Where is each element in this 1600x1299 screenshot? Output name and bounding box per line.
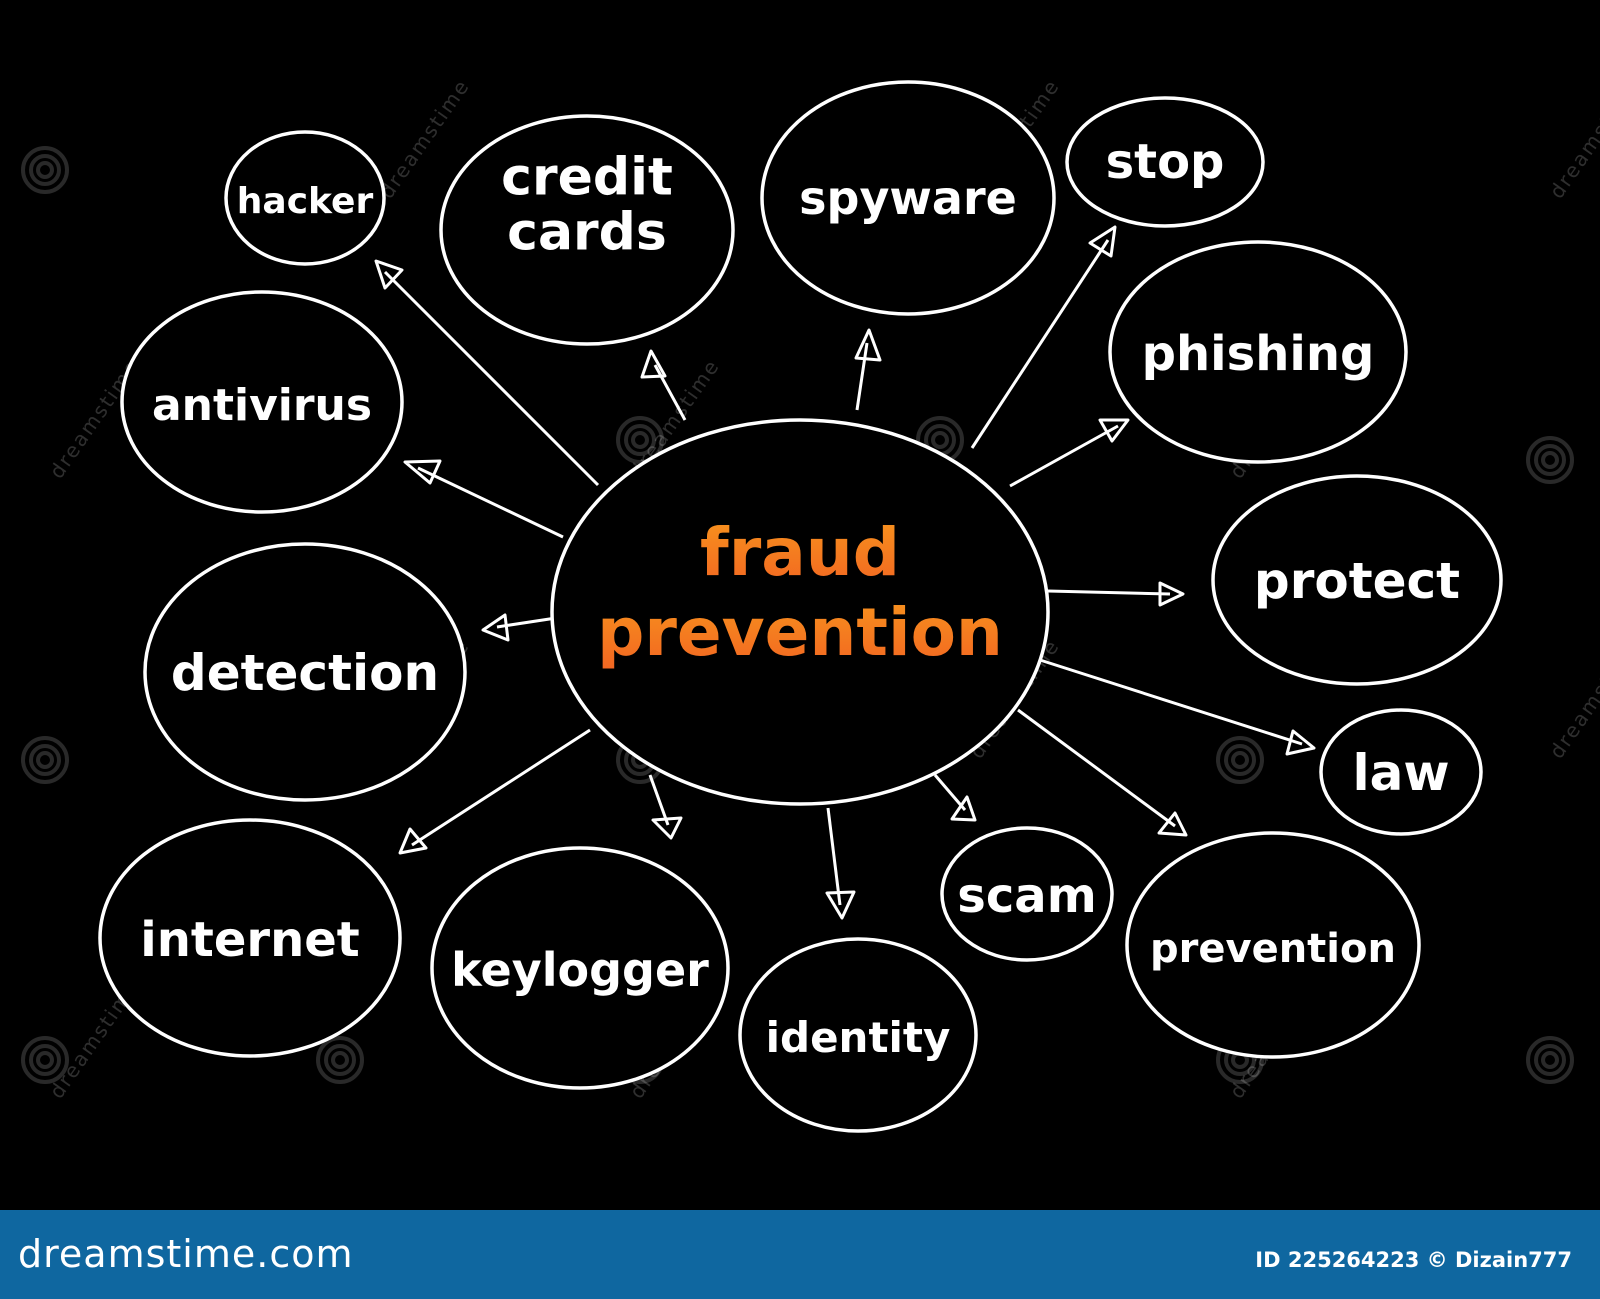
node-spyware: spyware xyxy=(760,80,1056,316)
watermark-spiral-icon xyxy=(21,1036,69,1084)
node-protect: protect xyxy=(1211,474,1503,686)
node-label-stop: stop xyxy=(1106,134,1225,190)
connector-protect xyxy=(1047,589,1171,596)
node-identity: identity xyxy=(738,937,978,1133)
node-scam: scam xyxy=(940,826,1114,962)
connector-spyware xyxy=(855,342,869,411)
node-label-keylogger: keylogger xyxy=(451,943,709,997)
arrowheads xyxy=(374,225,1316,920)
node-label-hacker: hacker xyxy=(237,181,374,222)
node-label-spyware: spyware xyxy=(799,171,1017,225)
watermark-text: dreamstime xyxy=(1544,74,1600,203)
footer-brand[interactable]: dreamstime.com xyxy=(18,1232,354,1276)
arrowhead-stop xyxy=(1088,225,1117,258)
footer-bar: dreamstime.com ID 225264223 © Dizain777 xyxy=(0,1210,1600,1299)
arrowhead-hacker xyxy=(374,259,404,290)
node-law: law xyxy=(1319,708,1483,836)
watermark-spiral-icon xyxy=(616,416,664,464)
connector-keylogger xyxy=(648,774,670,826)
node-stop: stop xyxy=(1065,96,1265,228)
connector-antivirus xyxy=(417,466,564,539)
node-detection: detection xyxy=(143,542,467,802)
arrowhead-keylogger xyxy=(651,816,683,840)
arrowhead-antivirus xyxy=(403,459,442,485)
connector-hacker xyxy=(383,270,600,487)
watermark-spiral-icon xyxy=(1526,1036,1574,1084)
arrowhead-identity xyxy=(825,890,856,920)
arrowhead-phishing xyxy=(1098,418,1130,443)
node-label-internet: internet xyxy=(140,912,359,968)
connector-credit-cards xyxy=(653,364,687,421)
arrowhead-spyware xyxy=(854,328,882,362)
node-label-phishing: phishing xyxy=(1142,326,1375,382)
node-prevention: prevention xyxy=(1125,831,1421,1059)
arrowhead-scam xyxy=(950,795,977,822)
node-phishing: phishing xyxy=(1108,240,1408,464)
arrowhead-detection xyxy=(481,613,510,642)
node-label-antivirus: antivirus xyxy=(152,380,372,431)
connector-phishing xyxy=(1009,424,1119,488)
watermark-spiral-icon xyxy=(21,736,69,784)
arrowhead-internet xyxy=(398,827,428,855)
footer-credit: ID 225264223 © Dizain777 xyxy=(1255,1248,1572,1272)
node-label-detection: detection xyxy=(171,644,439,702)
arrowhead-prevention xyxy=(1157,811,1188,837)
watermark-spiral-icon xyxy=(316,1036,364,1084)
connectors xyxy=(383,239,1303,906)
center-label-line1: fraud xyxy=(700,514,900,591)
node-label-law: law xyxy=(1352,744,1449,802)
arrowhead-law xyxy=(1285,729,1316,756)
node-label-protect: protect xyxy=(1254,552,1460,610)
node-label-identity: identity xyxy=(766,1013,951,1062)
connector-prevention xyxy=(1017,708,1176,828)
watermark-spiral-icon xyxy=(1526,436,1574,484)
connector-scam xyxy=(933,774,967,811)
arrowhead-credit-cards xyxy=(640,349,667,379)
connector-law xyxy=(1039,658,1303,746)
node-hacker: hacker xyxy=(224,130,386,266)
connector-internet xyxy=(411,728,591,847)
node-internet: internet xyxy=(98,818,402,1058)
connector-identity xyxy=(826,807,842,906)
center-label-line2: prevention xyxy=(597,594,1003,671)
node-label-prevention: prevention xyxy=(1150,926,1396,972)
watermark-spiral-icon xyxy=(21,146,69,194)
node-antivirus: antivirus xyxy=(120,290,404,514)
arrowhead-protect xyxy=(1158,581,1185,607)
center-node: fraud prevention xyxy=(550,418,1050,806)
node-keylogger: keylogger xyxy=(430,846,730,1090)
node-label-scam: scam xyxy=(957,868,1096,924)
watermark-spiral-icon xyxy=(1216,736,1264,784)
watermark-text: dreamstime xyxy=(1544,634,1600,763)
connector-stop xyxy=(970,239,1110,449)
